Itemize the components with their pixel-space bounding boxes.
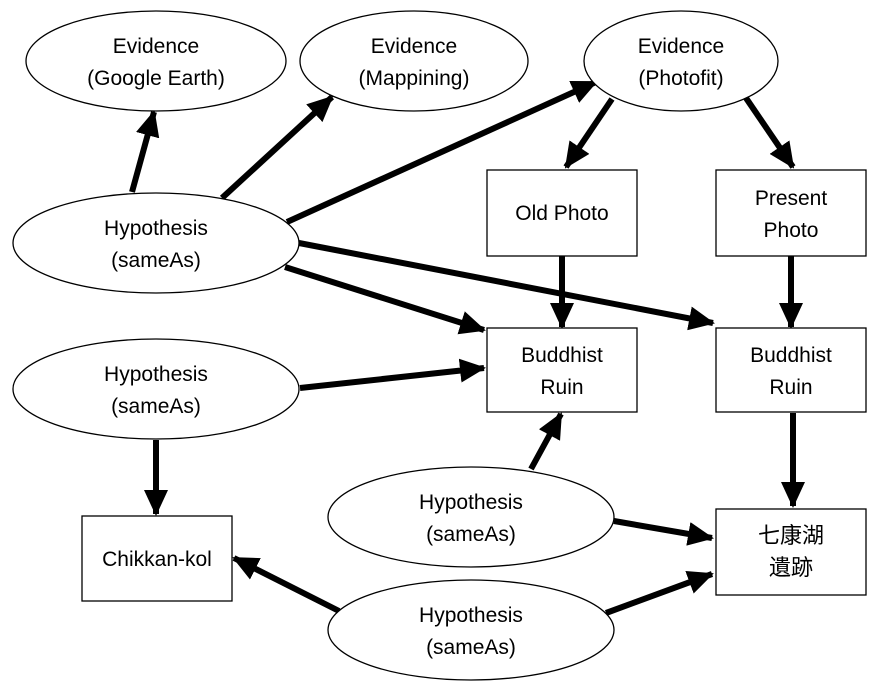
- node-hypothesis-bottom: Hypothesis (sameAs): [327, 579, 615, 681]
- edge-hyp-top-to-ev-google: [129, 110, 160, 193]
- hypothesis-ellipse: [12, 192, 300, 294]
- node-label-line1: Chikkan-kol: [102, 548, 212, 571]
- node-label-line1: Hypothesis: [104, 363, 208, 386]
- edge-hyp-lower-to-site: [613, 518, 714, 546]
- edge-hyp-top-to-ev-photofit: [285, 79, 598, 225]
- edge-hyp-top-to-ev-mapping: [219, 94, 335, 201]
- node-label-line1: Evidence: [371, 35, 457, 58]
- edge-photofit-to-old-photo: [563, 97, 615, 169]
- hypothesis-ellipse: [12, 338, 300, 440]
- old-photo-box: [486, 169, 638, 257]
- node-evidence-photofit: Evidence (Photofit): [583, 10, 779, 112]
- node-buddhist-ruin-right: Buddhist Ruin: [715, 327, 867, 413]
- node-label-line1: 七康湖: [758, 524, 824, 549]
- edge-photofit-to-present-photo: [743, 96, 796, 169]
- node-hypothesis-top: Hypothesis (sameAs): [12, 192, 300, 294]
- node-hypothesis-mid: Hypothesis (sameAs): [12, 338, 300, 440]
- node-old-photo: Old Photo: [486, 169, 638, 257]
- edge-hyp-bottom-to-chikkan: [232, 555, 341, 614]
- node-label-line1: Evidence: [638, 35, 724, 58]
- hypothesis-ellipse: [327, 579, 615, 681]
- node-label-line2: Ruin: [540, 376, 583, 399]
- ruin-box: [715, 327, 867, 413]
- node-label-line1: Evidence: [113, 35, 199, 58]
- node-label-line1: Hypothesis: [104, 217, 208, 240]
- node-label-line1: Hypothesis: [419, 604, 523, 627]
- node-label-line1: Hypothesis: [419, 491, 523, 514]
- node-label-line2: 遺跡: [769, 556, 813, 581]
- chikkan-box: [81, 515, 233, 602]
- node-label-line2: Photo: [764, 219, 819, 242]
- node-label-line2: (sameAs): [111, 249, 201, 272]
- edge-hyp-top-to-ruin-left: [284, 264, 486, 335]
- node-buddhist-ruin-left: Buddhist Ruin: [486, 327, 638, 413]
- node-label-line2: (Google Earth): [87, 67, 225, 90]
- hypothesis-ellipse: [327, 466, 615, 568]
- node-label-line1: Old Photo: [515, 202, 608, 225]
- edge-hyp-top-to-ruin-right: [298, 240, 715, 331]
- node-label-line2: (Mappining): [359, 67, 470, 90]
- node-label-line1: Present: [755, 187, 828, 210]
- node-label-line2: (sameAs): [426, 523, 516, 546]
- edge-hyp-mid-to-ruin-left: [299, 358, 486, 391]
- evidence-ellipse: [299, 10, 529, 112]
- node-label-line1: Buddhist: [750, 344, 832, 367]
- node-hypothesis-lower: Hypothesis (sameAs): [327, 466, 615, 568]
- evidence-ellipse: [583, 10, 779, 112]
- node-label-line2: (sameAs): [426, 636, 516, 659]
- node-site-jp: 七康湖 遺跡: [715, 508, 867, 596]
- edges: [129, 79, 805, 616]
- ruin-box: [486, 327, 638, 413]
- edge-hyp-lower-to-ruin-left: [528, 412, 564, 471]
- node-present-photo: Present Photo: [715, 169, 867, 257]
- present-photo-box: [715, 169, 867, 257]
- node-label-line1: Buddhist: [521, 344, 603, 367]
- evidence-ellipse: [25, 10, 287, 112]
- site-box: [715, 508, 867, 596]
- node-chikkan-kol: Chikkan-kol: [81, 515, 233, 602]
- node-evidence-google-earth: Evidence (Google Earth): [25, 10, 287, 112]
- node-evidence-mappining: Evidence (Mappining): [299, 10, 529, 112]
- edge-hyp-bottom-to-site: [604, 571, 714, 616]
- node-label-line2: (sameAs): [111, 395, 201, 418]
- node-label-line2: (Photofit): [638, 67, 723, 90]
- node-label-line2: Ruin: [769, 376, 812, 399]
